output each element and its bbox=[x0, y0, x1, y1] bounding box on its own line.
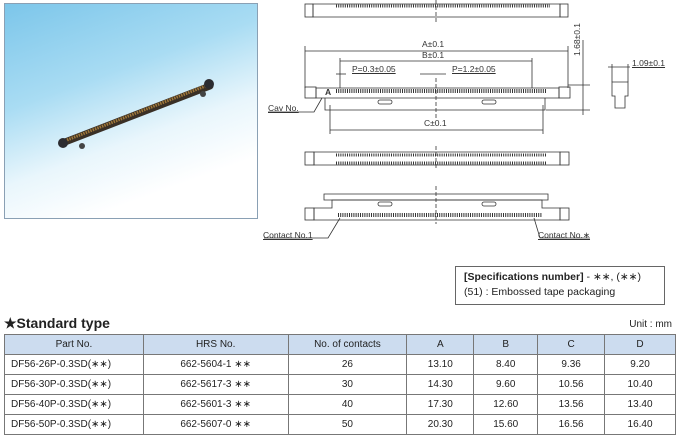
cell: 10.56 bbox=[537, 374, 606, 395]
cav-no-label: Cav No. bbox=[268, 103, 299, 113]
cell: 17.30 bbox=[406, 394, 475, 415]
dim-width: 1.09±0.1 bbox=[632, 58, 666, 68]
cell: 662-5617-3 ∗∗ bbox=[142, 374, 289, 395]
cell: 26 bbox=[287, 354, 408, 375]
col-part-no: Part No. bbox=[4, 334, 144, 355]
col-d: D bbox=[604, 334, 676, 355]
col-c: C bbox=[537, 334, 606, 355]
cell: 8.40 bbox=[473, 354, 539, 375]
dim-c: C±0.1 bbox=[424, 118, 447, 128]
cell: 16.40 bbox=[604, 414, 676, 435]
col-hrs-no: HRS No. bbox=[142, 334, 289, 355]
connector-image bbox=[58, 79, 214, 149]
technical-drawing bbox=[264, 0, 630, 239]
dim-a: A±0.1 bbox=[422, 39, 445, 49]
dim-b: B±0.1 bbox=[422, 50, 445, 60]
cell: 30 bbox=[287, 374, 408, 395]
cell: 13.56 bbox=[537, 394, 606, 415]
cell: 13.10 bbox=[406, 354, 475, 375]
connector-photo bbox=[4, 3, 258, 219]
unit-label: Unit : mm bbox=[629, 319, 672, 330]
cell: 662-5604-1 ∗∗ bbox=[142, 354, 289, 375]
spec-title: [Specifications number] bbox=[464, 271, 584, 283]
dim-pitch-2: P=1.2±0.05 bbox=[452, 64, 496, 74]
cell: 10.40 bbox=[604, 374, 676, 395]
contact-no-last-label: Contact No.∗ bbox=[538, 230, 591, 240]
cell: 9.60 bbox=[473, 374, 539, 395]
cell: DF56-50P-0.3SD(∗∗) bbox=[4, 414, 144, 435]
cell: DF56-40P-0.3SD(∗∗) bbox=[4, 394, 144, 415]
cav-mark: A bbox=[325, 87, 332, 97]
cell: DF56-26P-0.3SD(∗∗) bbox=[4, 354, 144, 375]
col-a: A bbox=[406, 334, 475, 355]
cell: 16.56 bbox=[537, 414, 606, 435]
cell: 50 bbox=[287, 414, 408, 435]
cell: 9.20 bbox=[604, 354, 676, 375]
spec-note: (51) : Embossed tape packaging bbox=[464, 286, 616, 298]
cell: 662-5601-3 ∗∗ bbox=[142, 394, 289, 415]
cell: 40 bbox=[287, 394, 408, 415]
cell: 12.60 bbox=[473, 394, 539, 415]
cell: 20.30 bbox=[406, 414, 475, 435]
col-b: B bbox=[473, 334, 539, 355]
cell: 15.60 bbox=[473, 414, 539, 435]
cell: DF56-30P-0.3SD(∗∗) bbox=[4, 374, 144, 395]
cell: 13.40 bbox=[604, 394, 676, 415]
dim-pitch-1: P=0.3±0.05 bbox=[352, 64, 396, 74]
cell: 9.36 bbox=[537, 354, 606, 375]
col-contacts: No. of contacts bbox=[287, 334, 408, 355]
dim-height: 1.68±0.1 bbox=[572, 22, 582, 56]
spec-number-box: [Specifications number] - ∗∗, (∗∗) (51) … bbox=[455, 266, 665, 305]
section-title: ★Standard type bbox=[4, 315, 110, 331]
standard-type-table: Part No. HRS No. No. of contacts A B C D… bbox=[4, 334, 676, 435]
spec-suffix: - ∗∗, (∗∗) bbox=[583, 271, 641, 283]
contact-no-1-label: Contact No.1 bbox=[263, 230, 313, 240]
cell: 14.30 bbox=[406, 374, 475, 395]
cell: 662-5607-0 ∗∗ bbox=[142, 414, 289, 435]
table-header: Part No. HRS No. No. of contacts A B C D bbox=[4, 334, 676, 355]
